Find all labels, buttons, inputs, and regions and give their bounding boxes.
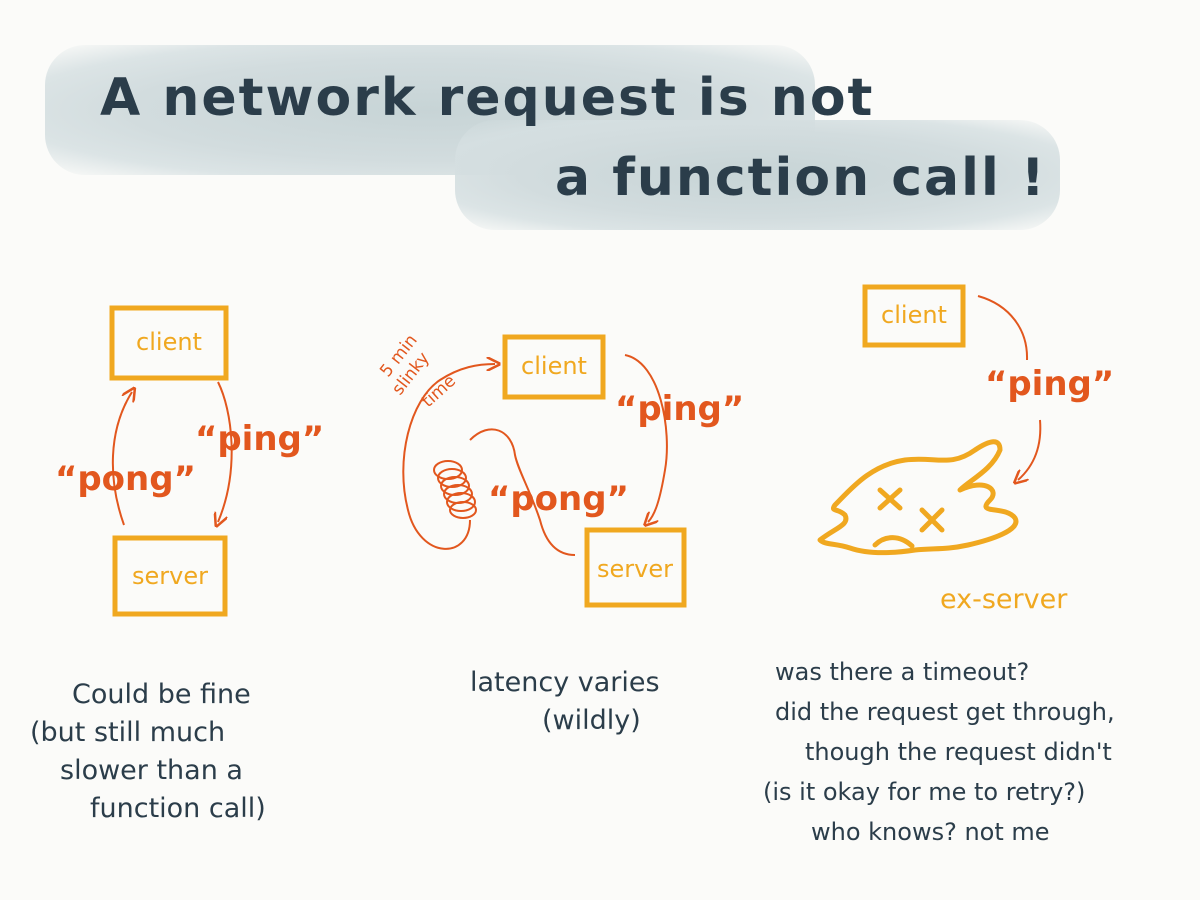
panel-1-client-box [109, 305, 229, 381]
slinky-coil [433, 460, 477, 519]
panel-1-pong-label: “pong” [55, 459, 196, 499]
panel-3-caption-line-3: though the request didn't [805, 738, 1112, 766]
panel-1-pong-arrow [111, 392, 132, 526]
title-line-2: a function call ! [555, 148, 1047, 208]
title-line-1: A network request is not [100, 68, 875, 128]
panel-2-server-label: server [597, 555, 673, 583]
panel-1-caption-line-4: function call) [90, 793, 266, 824]
panel-1-server-box [112, 535, 228, 617]
panel-3-caption-line-1: was there a timeout? [775, 658, 1030, 686]
panel-3-client-box [862, 284, 966, 348]
panel-2-caption-line-1: latency varies [470, 667, 660, 698]
panel-3-ping-label: “ping” [985, 364, 1114, 404]
panel-3-caption-line-5: who knows? not me [811, 818, 1050, 846]
panel-2-caption: latency varies (wildly) [470, 664, 660, 740]
panel-2-client-label: client [521, 352, 587, 380]
panel-1-ping-arrow [218, 381, 233, 522]
panel-1-caption: Could be fine (but still much slower tha… [30, 676, 266, 828]
panel-1-diagram: client server “ping” “pong” [55, 305, 324, 617]
panel-2-ping-arrow [624, 354, 668, 522]
panel-3-ping-arrow-bottom [1018, 419, 1042, 480]
panel-1-ping-label: “ping” [195, 419, 324, 459]
panel-1-server-label: server [132, 562, 208, 590]
panel-1-client-label: client [136, 328, 202, 356]
panel-3-caption-line-4: (is it okay for me to retry?) [763, 778, 1086, 806]
panel-3-caption: was there a timeout? did the request get… [763, 652, 1115, 852]
panel-2-diagram: client server “ping” “pong” 5 min slinky… [376, 331, 744, 608]
panel-2-ping-label: “ping” [615, 389, 744, 429]
panel-2-caption-line-2: (wildly) [542, 705, 641, 736]
title-wash-bottom [455, 120, 1060, 230]
panel-1-caption-line-1: Could be fine [72, 679, 251, 710]
panel-1-caption-line-2: (but still much [30, 717, 226, 748]
panel-3-client-label: client [881, 301, 947, 329]
panel-2-pong-label: “pong” [488, 479, 629, 519]
panel-2-client-box [502, 334, 606, 400]
slinky-note-line-3: time [418, 371, 460, 412]
panel-2-pong-return [469, 428, 576, 556]
panel-3-ping-arrow-top [977, 295, 1029, 361]
slinky-time-arrow [402, 364, 495, 550]
panel-3-caption-line-2: did the request get through, [775, 698, 1115, 726]
panel-3-diagram: client “ping” ex-server [817, 284, 1114, 615]
panel-3-server-label: ex-server [940, 584, 1068, 615]
dead-face-icon [872, 487, 945, 549]
panel-2-server-box [584, 527, 687, 608]
ex-server-scribble [817, 439, 1019, 556]
panel-1-caption-line-3: slower than a [60, 755, 243, 786]
